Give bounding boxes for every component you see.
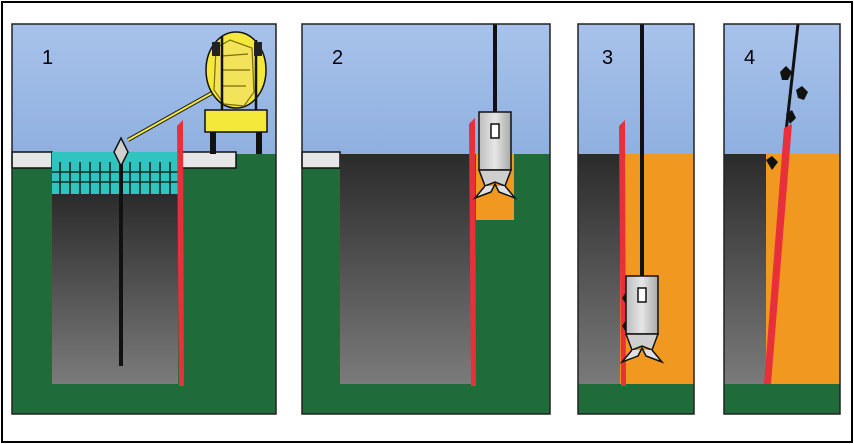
- panel-2: 2: [301, 24, 550, 414]
- panel-2-trench: [340, 154, 472, 384]
- panel-2-guide-wall: [301, 151, 341, 169]
- panel-1-guide-wall-left: [11, 151, 53, 169]
- panel-1: 1: [11, 24, 276, 414]
- panel-4-trench: [724, 154, 766, 386]
- panel-1-label: 1: [42, 47, 53, 69]
- panel-3-ground-base: [578, 384, 694, 414]
- panel-4-border: [723, 23, 841, 415]
- panel-2-sky: [302, 24, 550, 154]
- panel-4-label: 4: [744, 47, 755, 69]
- panel-1-boom-inner: [127, 83, 229, 141]
- panel-4-extracted-panel: [764, 124, 792, 384]
- panel-2-border: [301, 23, 551, 415]
- panel-1-tremie-head: [113, 136, 129, 168]
- panel-4-sky: [724, 24, 840, 154]
- panel-1-guide-wall-right: [177, 151, 237, 169]
- panel-3-trench: [578, 154, 620, 386]
- panel-4-debris: [766, 66, 808, 170]
- panel-1-border: [11, 23, 277, 415]
- tracked-excavator-icon: [204, 31, 268, 154]
- panel-2-adjacent-panel: [469, 118, 476, 386]
- panel-1-adjacent-panel: [177, 120, 184, 386]
- panel-3-adjacent-panel: [619, 120, 626, 386]
- panel-1-trench: [52, 194, 178, 384]
- panel-4: 4: [724, 23, 840, 414]
- panel-1-reinforcement-cage: [52, 162, 178, 194]
- panel-3: 3: [578, 24, 694, 414]
- panel-2-label: 2: [332, 47, 343, 69]
- panel-4-ground-base: [724, 384, 840, 414]
- panel-3-sky: [578, 24, 694, 154]
- panel-1-slurry: [52, 152, 178, 194]
- panel-3-label: 3: [602, 47, 613, 69]
- panel-3-notch-lower: [622, 320, 626, 332]
- panel-3-border: [577, 23, 695, 415]
- panel-3-notch-upper: [622, 292, 626, 304]
